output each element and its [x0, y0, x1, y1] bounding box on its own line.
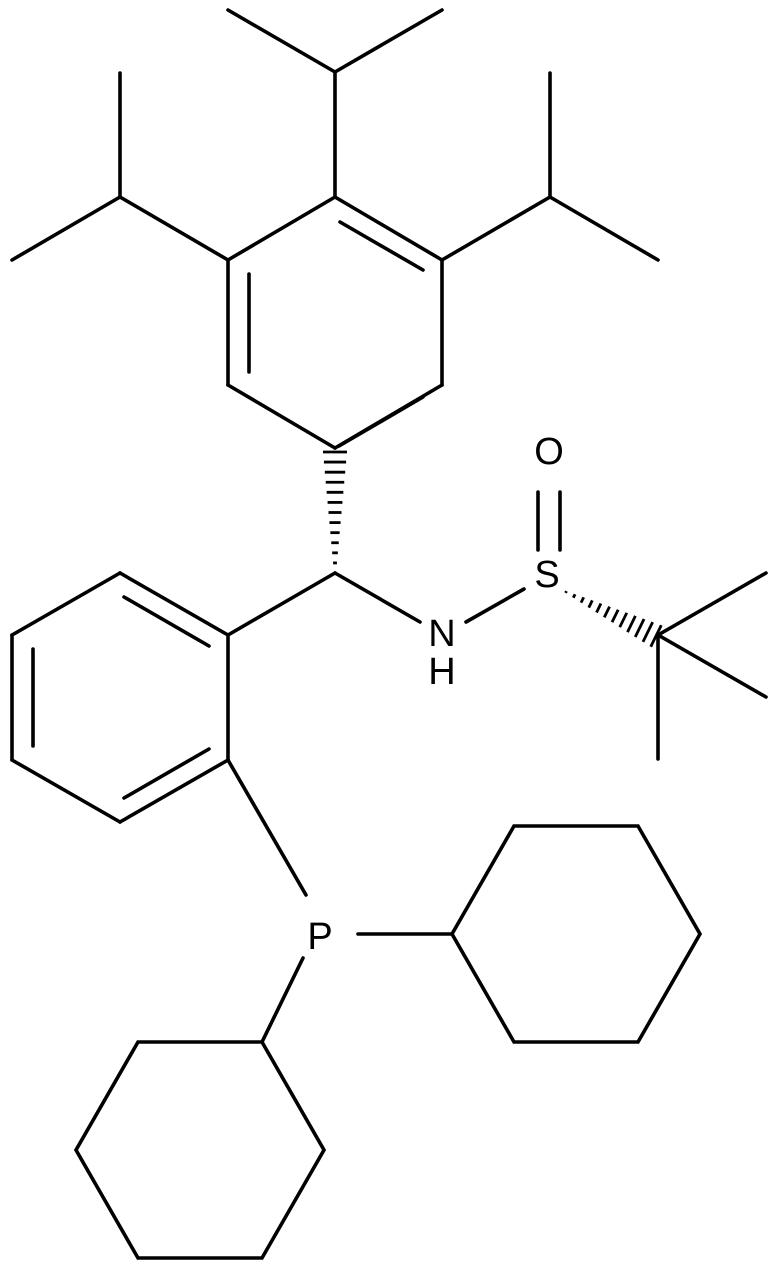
- isopropyl-top: [226, 8, 444, 199]
- stereocenter-bonds: [226, 571, 422, 637]
- phosphine-bonds: [226, 758, 454, 1044]
- nitrogen-atom-label: N: [428, 613, 455, 655]
- wedge-hash-line: [618, 612, 629, 628]
- wedge-hash-line: [564, 590, 568, 594]
- isopropyl-right: [440, 71, 660, 262]
- hydrogen-atom-label: H: [428, 651, 455, 693]
- lower-benzene-ring: [10, 571, 230, 824]
- wedge-hash-line: [649, 624, 663, 648]
- sulfinamide-bonds: [464, 490, 562, 624]
- wedge-hash-line: [587, 599, 594, 609]
- hashed-wedge-tbu: [564, 590, 663, 648]
- wedge-hash-line: [626, 615, 637, 633]
- phosphorus-atom-label: P: [307, 916, 332, 958]
- isopropyl-left: [10, 71, 230, 262]
- wedge-hash-line: [633, 618, 646, 638]
- wedge-hash-line: [641, 621, 654, 643]
- oxygen-atom-label: O: [534, 431, 564, 473]
- hashed-wedge-aryl: [323, 450, 347, 575]
- wedge-hash-line: [572, 593, 577, 599]
- cyclohexyl-right: [449, 824, 703, 1044]
- tert-butyl-group: [656, 571, 768, 761]
- wedge-hash-line: [595, 602, 603, 614]
- cyclohexyl-bottom: [73, 1040, 327, 1260]
- top-aryl-ring: [226, 195, 444, 450]
- wedge-hash-line: [610, 609, 620, 623]
- wedge-hash-line: [579, 596, 585, 604]
- wedge-hash-line: [603, 605, 611, 619]
- sulfur-atom-label: S: [534, 554, 559, 596]
